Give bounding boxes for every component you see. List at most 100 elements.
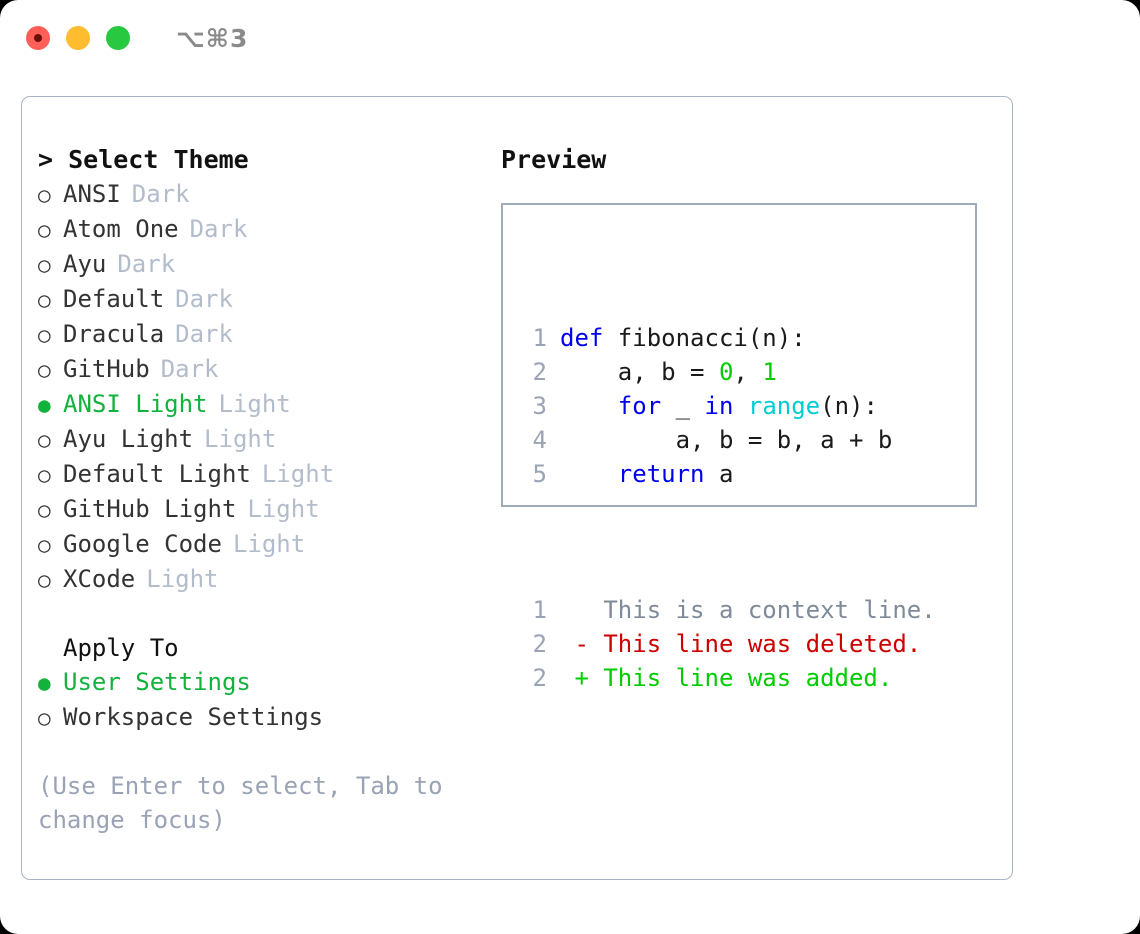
theme-name: ANSI xyxy=(63,180,121,208)
apply-to-item[interactable]: ○ Workspace Settings xyxy=(38,700,478,735)
radio-selected-icon: ● xyxy=(38,393,51,417)
code-line-text: return a xyxy=(560,457,734,491)
radio-unselected-icon: ○ xyxy=(38,568,51,592)
line-number: 5 xyxy=(532,460,547,488)
theme-variant-badge: Dark xyxy=(175,285,233,313)
select-theme-heading: > Select Theme xyxy=(38,145,249,174)
code-token: 1 xyxy=(762,358,777,386)
theme-name: XCode xyxy=(63,565,136,593)
code-line-text: for _ in range(n): xyxy=(560,389,878,423)
code-token: a, b = xyxy=(560,358,719,386)
code-token: in xyxy=(704,392,734,420)
shortcut-label: ⌥⌘3 xyxy=(176,23,249,53)
diff-line: 2 - This line was deleted. xyxy=(521,627,936,661)
theme-name: Dracula xyxy=(63,320,165,348)
line-number: 2 xyxy=(532,358,547,386)
line-number: 2 xyxy=(532,630,547,658)
diff-line-text: This is a context line. xyxy=(560,596,936,624)
radio-unselected-icon: ○ xyxy=(38,358,51,382)
theme-item[interactable]: ● ANSI Light Light xyxy=(38,387,478,422)
radio-unselected-icon: ○ xyxy=(38,706,51,730)
zoom-button[interactable] xyxy=(106,26,130,50)
theme-variant-badge: Light xyxy=(146,565,219,593)
minimize-button[interactable] xyxy=(66,26,90,50)
code-token xyxy=(560,460,618,488)
theme-item[interactable]: ○ XCode Light xyxy=(38,562,478,597)
code-token: range xyxy=(747,392,821,420)
radio-unselected-icon: ○ xyxy=(38,498,51,522)
code-line-text: a, b = b, a + b xyxy=(560,423,893,457)
line-number: 4 xyxy=(532,426,547,454)
theme-variant-badge: Light xyxy=(204,425,277,453)
window-controls xyxy=(26,26,130,50)
close-button[interactable] xyxy=(26,26,50,50)
keyboard-hint: (Use Enter to select, Tab to change focu… xyxy=(38,772,458,834)
spacer xyxy=(38,597,478,631)
code-line: 2 a, b = 0, 1 xyxy=(521,355,936,389)
code-token: (n): xyxy=(820,392,878,420)
theme-name: Default Light xyxy=(63,460,251,488)
code-token xyxy=(560,392,618,420)
theme-variant-badge: Dark xyxy=(117,250,176,278)
diff-line-text: + This line was added. xyxy=(560,664,893,692)
line-number: 2 xyxy=(532,664,547,692)
radio-unselected-icon: ○ xyxy=(38,428,51,452)
apply-to-list[interactable]: ●User Settings ○ Workspace Settings xyxy=(38,665,478,735)
code-token: 0 xyxy=(718,358,734,386)
theme-variant-badge: Light xyxy=(218,390,291,418)
theme-variant-badge: Light xyxy=(232,530,306,558)
theme-name: Atom One xyxy=(63,215,179,243)
code-line: 4 a, b = b, a + b xyxy=(521,423,936,457)
code-token: return xyxy=(617,460,705,488)
radio-unselected-icon: ○ xyxy=(38,183,51,207)
code-line: 5 return a xyxy=(521,457,936,491)
radio-unselected-icon: ○ xyxy=(38,463,51,487)
line-number: 1 xyxy=(532,596,547,624)
theme-item[interactable]: ○ Default Dark xyxy=(38,282,478,317)
radio-selected-icon: ● xyxy=(38,671,51,695)
diff-line-text: - This line was deleted. xyxy=(560,630,922,658)
radio-unselected-icon: ○ xyxy=(38,288,51,312)
spacer xyxy=(38,735,478,769)
theme-name: Google Code xyxy=(63,530,222,558)
diff-line: 2 + This line was added. xyxy=(521,661,936,695)
radio-unselected-icon: ○ xyxy=(38,323,51,347)
radio-unselected-icon: ○ xyxy=(38,533,51,557)
apply-to-item[interactable]: ●User Settings xyxy=(38,665,478,700)
theme-variant-badge: Dark xyxy=(175,320,233,348)
code-token: def xyxy=(560,324,604,352)
code-line-text: a, b = 0, 1 xyxy=(560,355,777,389)
code-token: , xyxy=(733,358,763,386)
line-number: 3 xyxy=(532,392,547,420)
apply-to-heading: Apply To xyxy=(63,634,179,662)
code-token: a, b = b, a + b xyxy=(560,426,893,454)
theme-item[interactable]: ○ Dracula Dark xyxy=(38,317,478,352)
theme-name: Ayu xyxy=(63,250,107,278)
diff-line: 1 This is a context line. xyxy=(521,593,936,627)
code-token: for xyxy=(617,392,662,420)
theme-name: GitHub xyxy=(63,355,150,383)
theme-item[interactable]: ○ Google Code Light xyxy=(38,527,478,562)
preview-column: Preview xyxy=(501,143,991,177)
theme-name: Default xyxy=(63,285,165,313)
code-token xyxy=(733,392,747,420)
code-token: a xyxy=(704,460,734,488)
theme-variant-badge: Light xyxy=(247,495,320,523)
radio-unselected-icon: ○ xyxy=(38,218,51,242)
preview-heading: Preview xyxy=(501,145,607,174)
theme-name: ANSI Light xyxy=(63,390,208,418)
apply-to-label: Workspace Settings xyxy=(63,703,324,731)
